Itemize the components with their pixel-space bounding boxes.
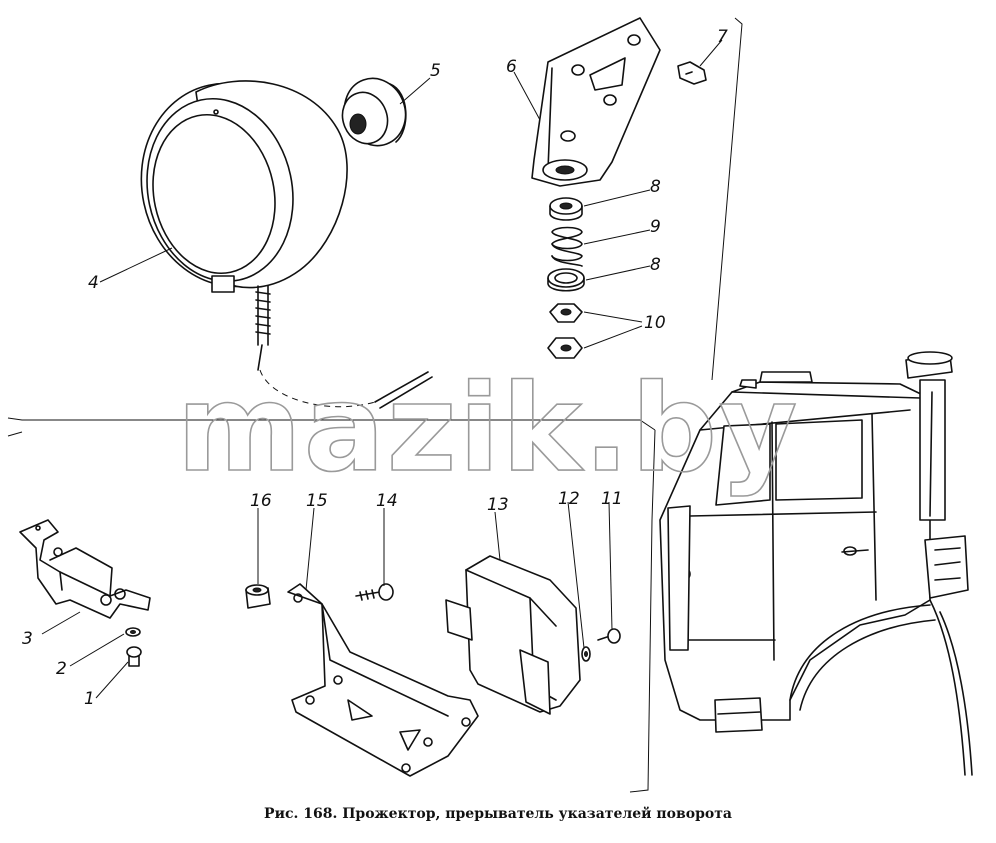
callout-11: 11: [601, 489, 623, 509]
callout-1: 1: [84, 689, 95, 709]
callout-leaders: [41, 39, 723, 699]
callout-2: 2: [56, 659, 67, 679]
section-boundary-lines: [7, 17, 743, 793]
interrupter-box-part-13: [445, 555, 581, 715]
screw-part-1: [126, 646, 142, 667]
callout-16: 16: [250, 491, 272, 511]
relay-part-3: [19, 519, 151, 619]
bolt-part-7: [677, 61, 707, 85]
callout-13: 13: [487, 495, 509, 515]
callout-8-bottom: 8: [650, 255, 661, 275]
spring-part-9: [551, 226, 583, 267]
washer-part-8-bottom: [547, 268, 585, 292]
truck-cab: [659, 351, 973, 776]
screw-part-14: [355, 583, 394, 601]
washer-part-8-top: [549, 197, 583, 221]
callout-14: 14: [376, 491, 398, 511]
callout-12: 12: [558, 489, 580, 509]
callout-6: 6: [506, 57, 517, 77]
headlamp-part-4: [140, 80, 433, 409]
grommet-part-5: [341, 77, 407, 147]
callout-15: 15: [306, 491, 328, 511]
callout-3: 3: [22, 629, 33, 649]
mounting-plate-part-15: [287, 583, 479, 777]
callout-5: 5: [430, 61, 441, 81]
callout-4: 4: [88, 273, 99, 293]
nut-part-10-top: [549, 303, 583, 323]
washer-part-2: [125, 627, 141, 637]
watermark-text: mazik.by: [177, 360, 800, 499]
figure-caption: Рис. 168. Прожектор, прерыватель указате…: [264, 806, 732, 822]
callout-8-top: 8: [650, 177, 661, 197]
callout-labels: 1 2 3 4 5 6 7 8 9 8 10 11 12 13 14 15 16: [22, 27, 728, 709]
callout-7: 7: [717, 27, 728, 47]
nut-part-10-bottom: [547, 337, 583, 359]
screw-part-11: [597, 628, 621, 644]
bushing-part-16: [245, 584, 271, 609]
bracket-part-6: [531, 17, 661, 187]
callout-10: 10: [644, 313, 666, 333]
callout-9: 9: [650, 217, 661, 237]
washer-part-12: [581, 646, 591, 662]
